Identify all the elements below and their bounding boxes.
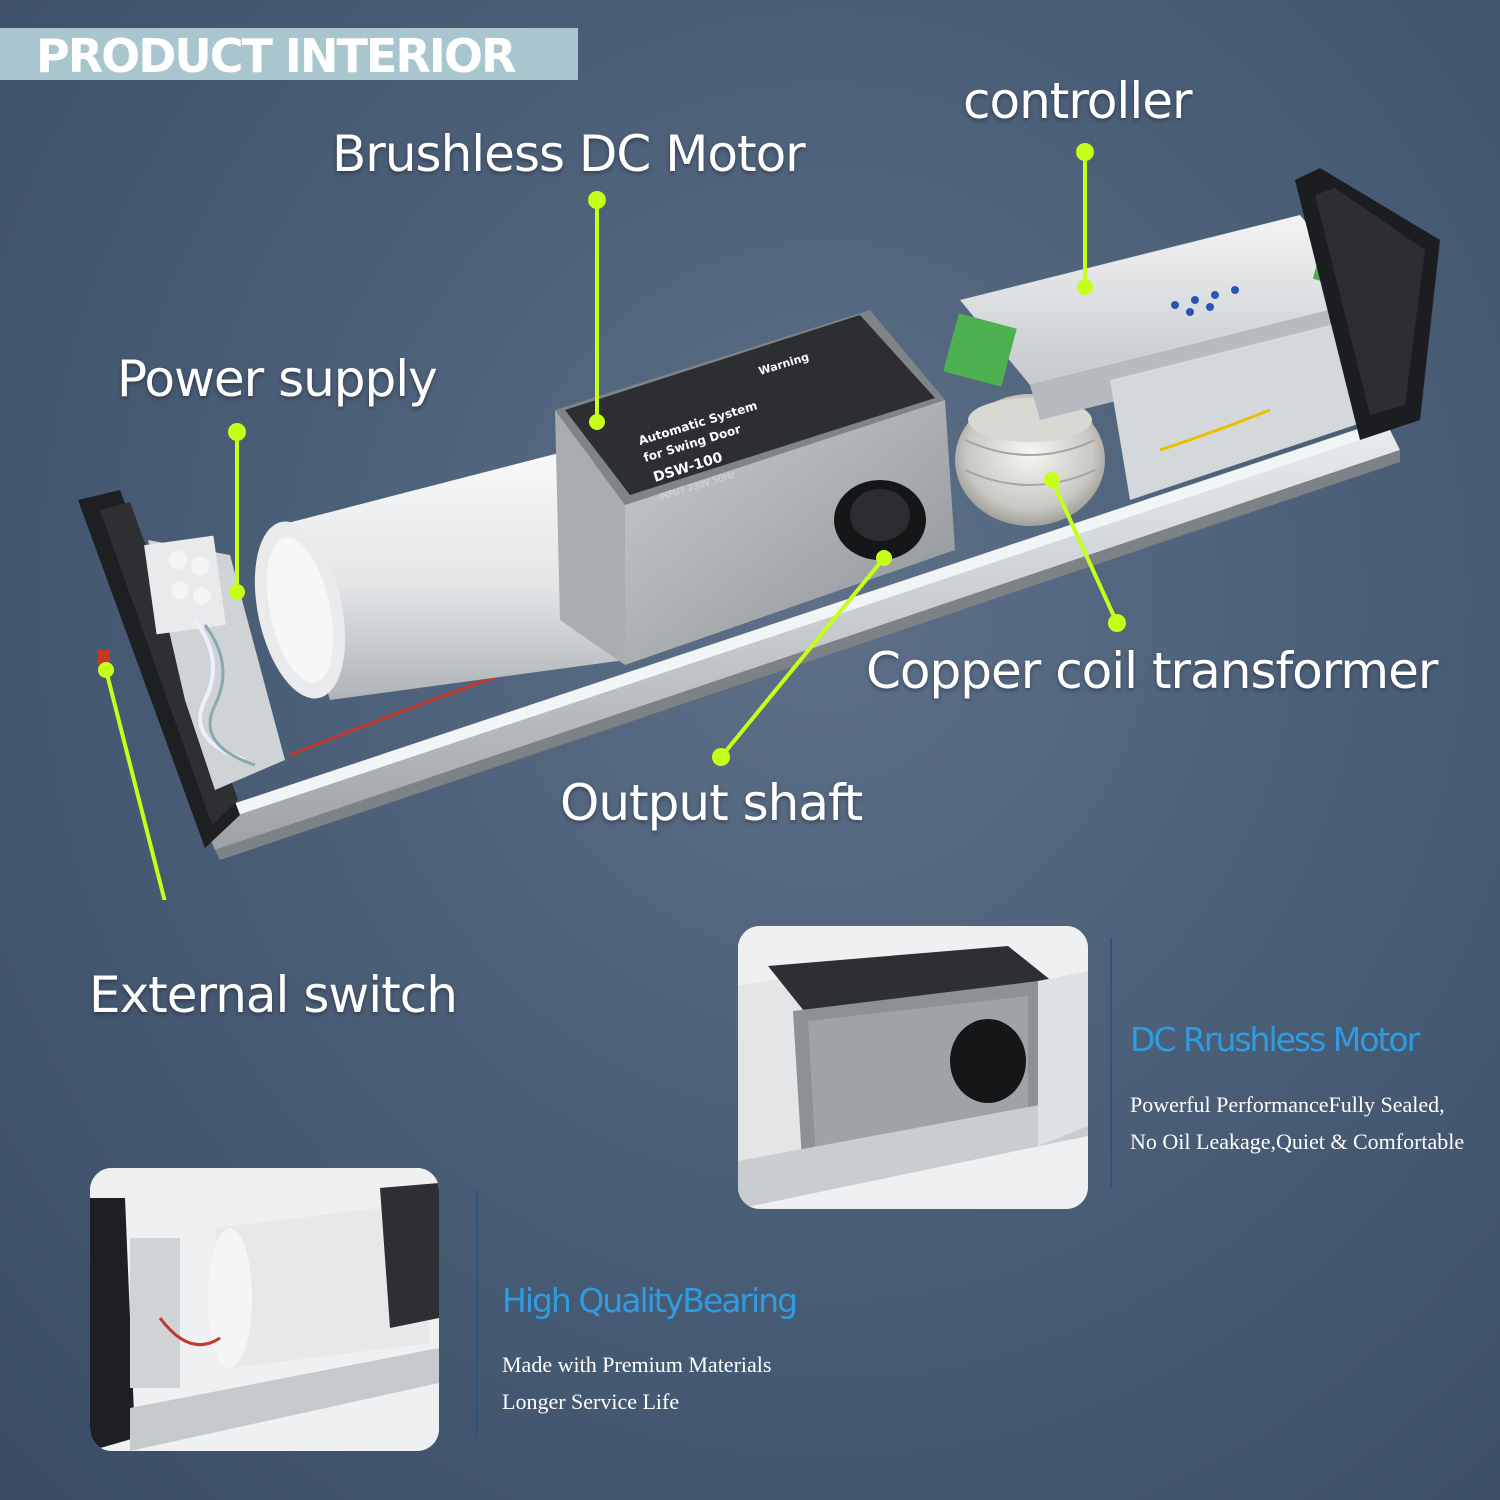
motor-closeup-photo (738, 926, 1088, 1209)
brushless-dc-motor (254, 445, 625, 700)
feature-desc-bearing-line2: Longer Service Life (502, 1389, 680, 1414)
terminal-block-green (943, 313, 1017, 387)
feature-desc-motor-line1: Powerful PerformanceFully Sealed, (1130, 1092, 1445, 1117)
warning-label-plate (565, 315, 935, 495)
door-operator-illustration: Automatic System for Swing Door DSW-100 … (78, 143, 1440, 900)
feature-desc-motor-line2: No Oil Leakage,Quiet & Comfortable (1130, 1129, 1465, 1154)
page-title: PRODUCT INTERIOR (36, 29, 516, 83)
power-supply-assembly (144, 535, 285, 790)
gearbox: Automatic System for Swing Door DSW-100 … (555, 310, 955, 665)
right-end-cap (1295, 168, 1440, 440)
callout-motor: Brushless DC Motor (332, 125, 806, 183)
callout-leader-lines (104, 152, 1119, 900)
feature-desc-bearing: Made with Premium Materials Longer Servi… (502, 1346, 771, 1420)
feature-title-bearing: High QualityBearing (502, 1281, 798, 1320)
feature-title-motor: DC Rrushless Motor (1130, 1020, 1420, 1059)
feature-divider-2 (476, 1190, 478, 1438)
callout-output-shaft: Output shaft (560, 774, 863, 832)
external-switch-red (98, 650, 110, 666)
feature-divider-1 (1110, 938, 1112, 1188)
controller-box (943, 215, 1380, 500)
aluminium-rail (200, 420, 1400, 860)
callout-dots (98, 143, 1126, 766)
copper-coil-transformer (955, 394, 1105, 526)
bearing-closeup-photo (90, 1168, 439, 1451)
feature-desc-bearing-line1: Made with Premium Materials (502, 1352, 772, 1377)
feature-desc-motor: Powerful PerformanceFully Sealed, No Oil… (1130, 1086, 1464, 1160)
callout-transformer: Copper coil transformer (866, 642, 1438, 700)
callout-external-switch: External switch (89, 966, 458, 1024)
header-banner (0, 28, 578, 80)
callout-power-supply: Power supply (117, 350, 438, 408)
callout-controller: controller (963, 72, 1193, 130)
